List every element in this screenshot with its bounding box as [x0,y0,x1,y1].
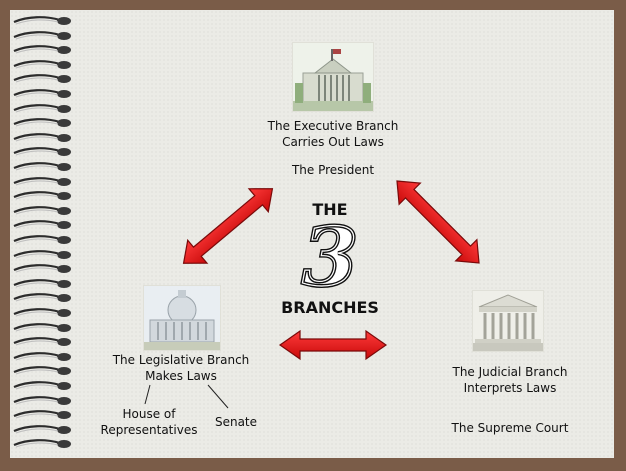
binding-ring [13,308,71,317]
binding-ring [13,220,71,230]
binding-ring [13,322,71,332]
binding-ring [13,176,71,186]
title-branches: BRANCHES [281,298,379,317]
binding-ring [13,45,71,55]
judicial-branch-name: The Judicial Branch [452,365,568,379]
title-number-glyph: 3 [302,215,358,293]
binding-ring [13,366,71,376]
binding-ring [13,30,71,40]
binding-ring [13,293,71,303]
title-number: 3 3 [300,208,360,306]
executive-branch-name: The Executive Branch [267,119,399,133]
binding-ring [13,74,71,84]
title-number-highlight: 3 [302,215,358,293]
binding-ring [13,264,71,274]
senate-label: Senate [214,415,258,429]
legislative-branch-role: Makes Laws [145,369,217,383]
legislative-branch-name: The Legislative Branch [112,353,250,367]
binding-ring [13,162,71,171]
binding-ring [13,439,71,449]
binding-ring [13,205,71,215]
house-line-2: Representatives [100,423,198,437]
binding-ring [13,410,71,420]
binding-ring [13,103,71,113]
arrow-executive-legislative [182,188,274,264]
capitol-building-icon [143,285,221,351]
binding-ring [13,249,71,259]
binding-ring [13,191,71,201]
binding-ring [13,16,71,25]
binding-ring [13,351,71,361]
binding-ring [13,132,71,142]
binding-ring [13,337,71,347]
binding-ring [13,381,71,390]
judicial-branch-role: Interprets Laws [463,381,557,395]
binding-ring [13,118,71,128]
executive-branch-leader: The President [291,163,375,177]
binding-ring [13,395,71,405]
binding-ring [13,278,71,288]
binding-ring [13,235,71,244]
house-line-1: House of [122,407,176,421]
white-house-icon [292,42,374,112]
title-the: THE [312,200,348,219]
executive-branch-role: Carries Out Laws [282,135,384,149]
binding-ring [13,89,71,98]
house-of-representatives: House of Representatives [94,406,204,438]
binding-ring [13,59,71,69]
arrow-legislative-judicial [278,329,388,361]
spiral-binding [12,14,72,454]
judicial-branch-court: The Supreme Court [451,421,569,435]
supreme-court-icon [472,290,544,352]
arrow-executive-judicial [396,180,480,264]
binding-ring [13,424,71,434]
binding-ring [13,147,71,157]
